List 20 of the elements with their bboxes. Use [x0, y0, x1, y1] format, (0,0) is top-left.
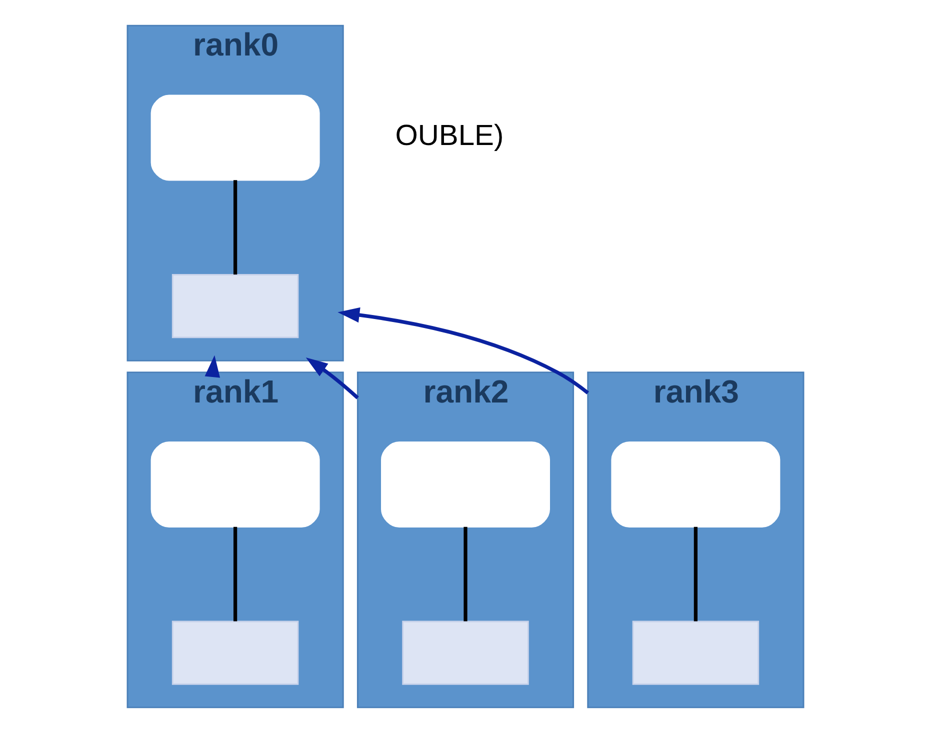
connector [232, 526, 237, 622]
node-box [150, 94, 320, 181]
arrow [204, 355, 220, 378]
node-box [380, 442, 550, 528]
node-box [150, 442, 320, 528]
connector [232, 180, 237, 275]
connector [463, 526, 467, 622]
node-box [171, 620, 298, 685]
label: OUBLE) [394, 120, 504, 152]
connector [693, 526, 698, 622]
cluster: rank2 [356, 372, 574, 708]
cluster: rank3 [586, 372, 804, 708]
cluster: rank0 [126, 24, 344, 362]
node-box [610, 442, 780, 528]
arrow [305, 358, 358, 400]
node-box [402, 620, 528, 685]
cluster: rank1 [126, 372, 344, 708]
arrow [337, 307, 589, 394]
node-box [171, 274, 298, 338]
node-box [632, 620, 759, 685]
